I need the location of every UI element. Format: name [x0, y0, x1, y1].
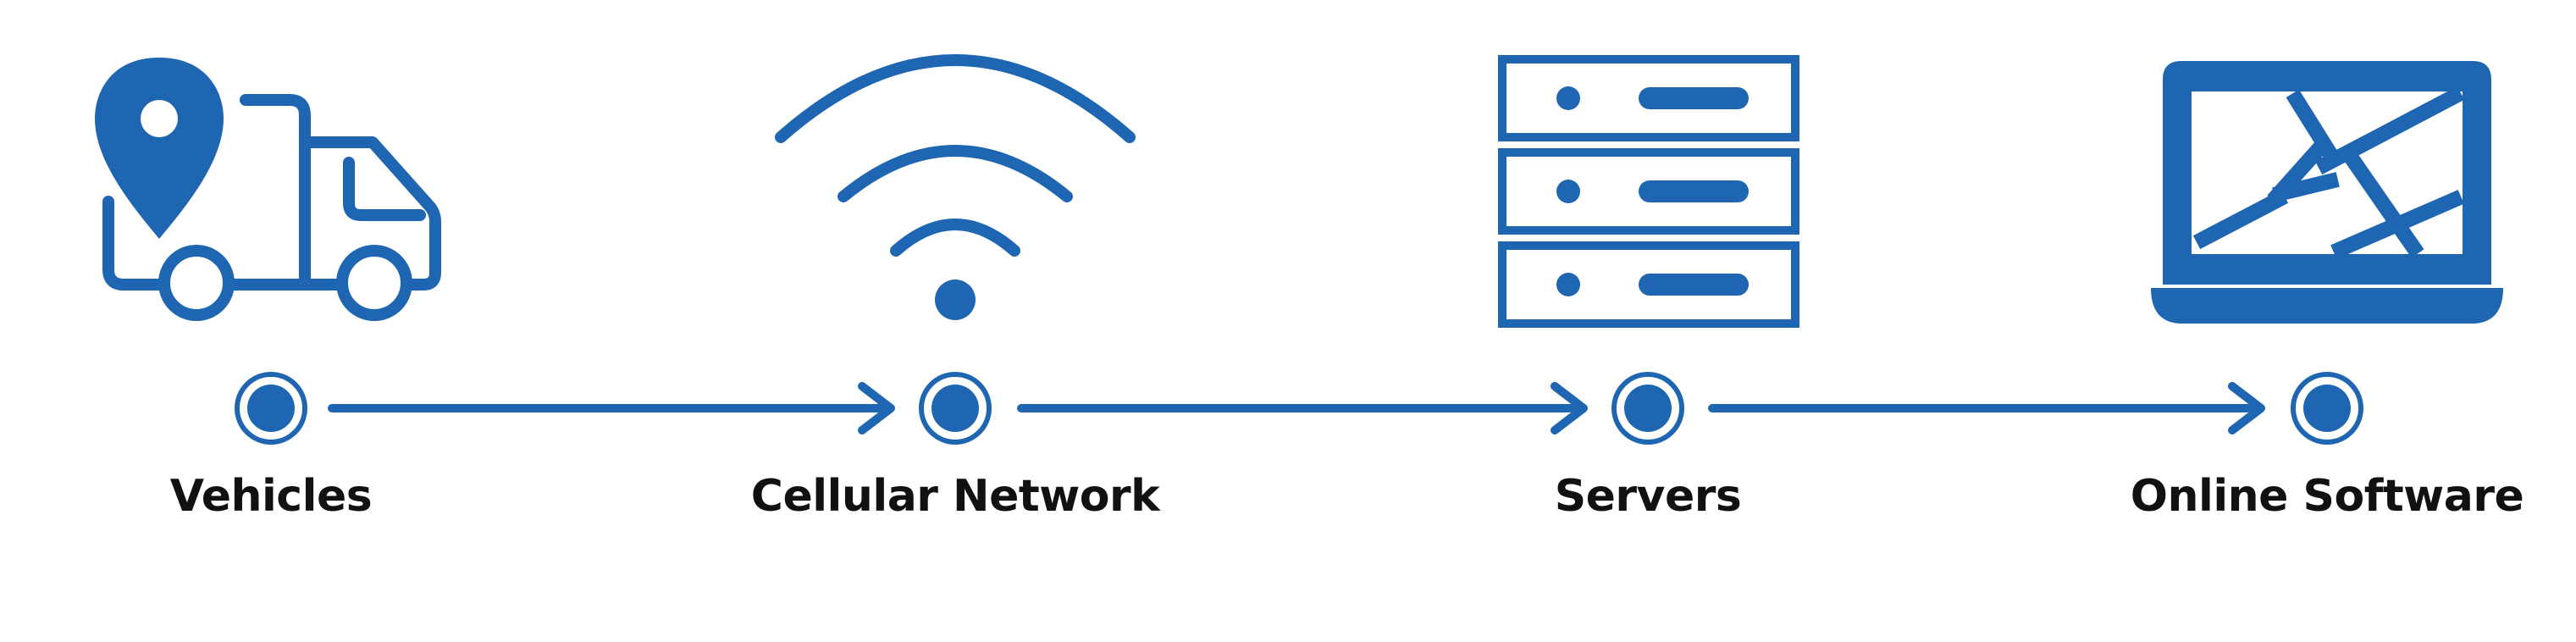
stage-label-vehicles: Vehicles — [169, 471, 373, 522]
location-pin-icon — [95, 58, 224, 239]
arrow-servers-to-online-software — [1708, 382, 2265, 434]
wifi-signal-icon — [775, 54, 1136, 320]
arrow-vehicles-to-cellular-network — [328, 382, 895, 434]
delivery-truck-with-location-pin-icon — [102, 94, 441, 321]
stage-label-servers: Servers — [1554, 471, 1742, 522]
stage-label-online-software: Online Software — [2130, 471, 2524, 522]
laptop-with-map-icon — [2151, 61, 2503, 324]
node-cellular-network — [919, 372, 992, 445]
node-servers — [1611, 372, 1684, 445]
arrow-cellular-network-to-servers — [1017, 382, 1588, 434]
node-vehicles — [235, 372, 307, 445]
node-online-software — [2291, 372, 2363, 445]
server-rack-icon — [1498, 55, 1799, 328]
stage-label-cellular-network: Cellular Network — [750, 471, 1160, 522]
